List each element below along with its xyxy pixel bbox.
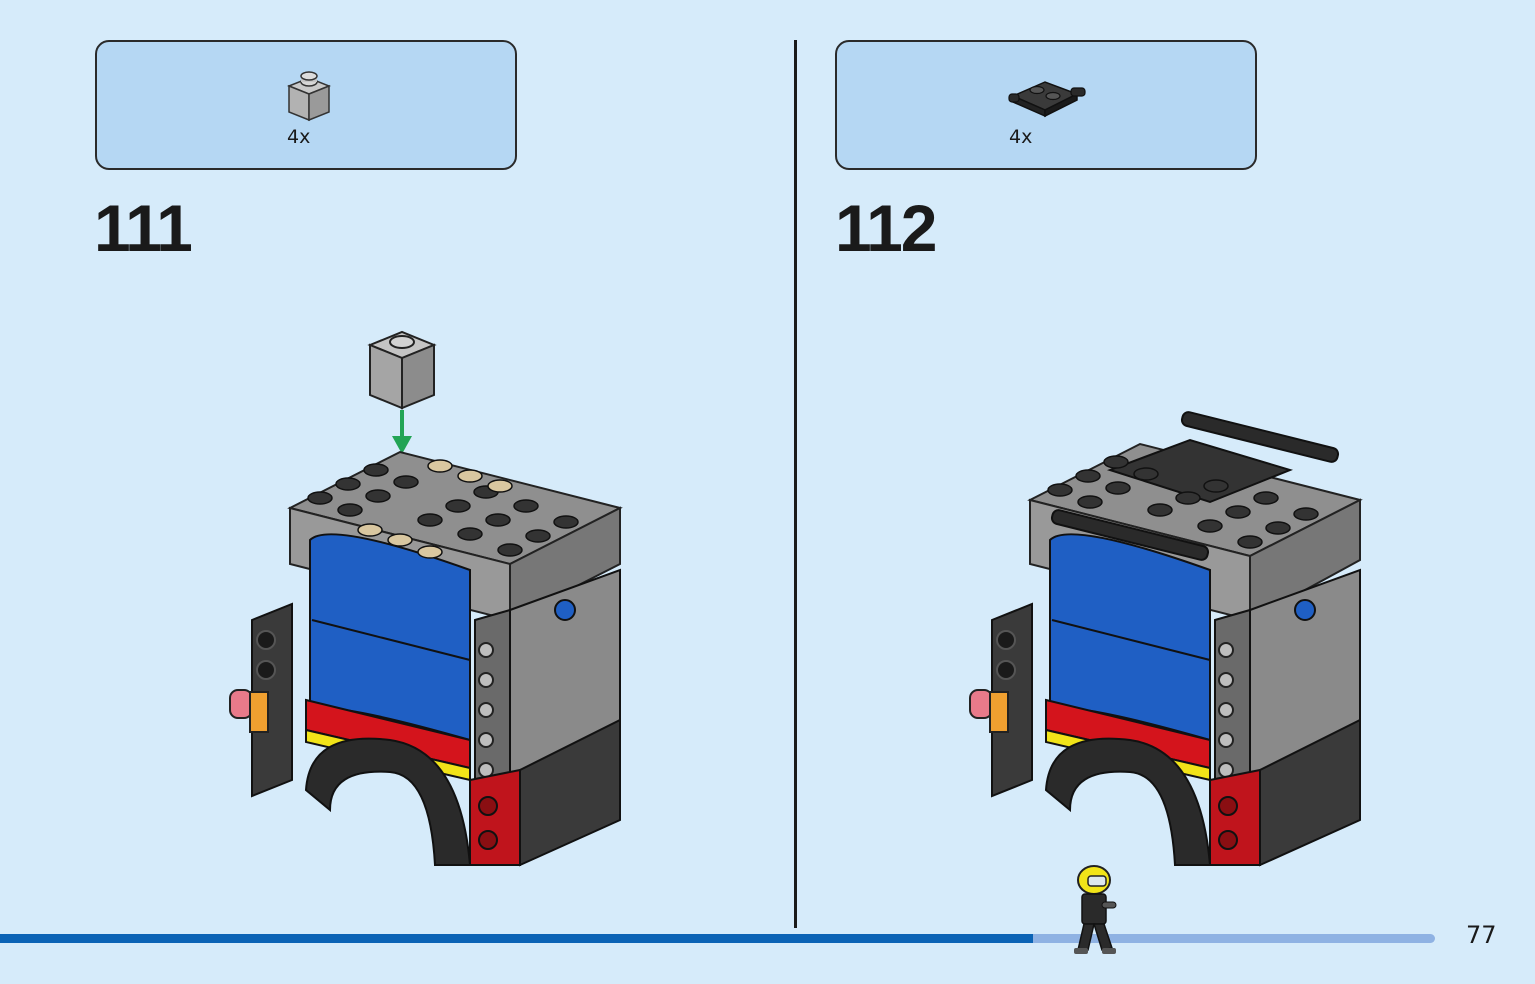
parts-callout-step-111: 4x xyxy=(95,40,517,170)
black-plate-with-bar-handles-icon xyxy=(1008,81,1086,118)
page-number: 77 xyxy=(1466,921,1497,949)
step-111-model-illustration xyxy=(229,330,623,867)
placement-arrow-icon xyxy=(392,410,412,454)
part-quantity: 4x xyxy=(1009,126,1033,148)
step-112-model-illustration xyxy=(969,411,1363,867)
firefighter-minifig-icon xyxy=(1074,865,1117,954)
progress-bar-fill xyxy=(0,934,1033,943)
parts-callout-step-112: 4x xyxy=(835,40,1257,170)
light-gray-brick-1x1-icon xyxy=(286,71,332,122)
falling-gray-brick-icon xyxy=(367,330,437,410)
step-number: 111 xyxy=(94,191,193,265)
step-divider xyxy=(794,40,797,928)
step-number: 112 xyxy=(835,191,937,265)
part-quantity: 4x xyxy=(287,126,311,148)
